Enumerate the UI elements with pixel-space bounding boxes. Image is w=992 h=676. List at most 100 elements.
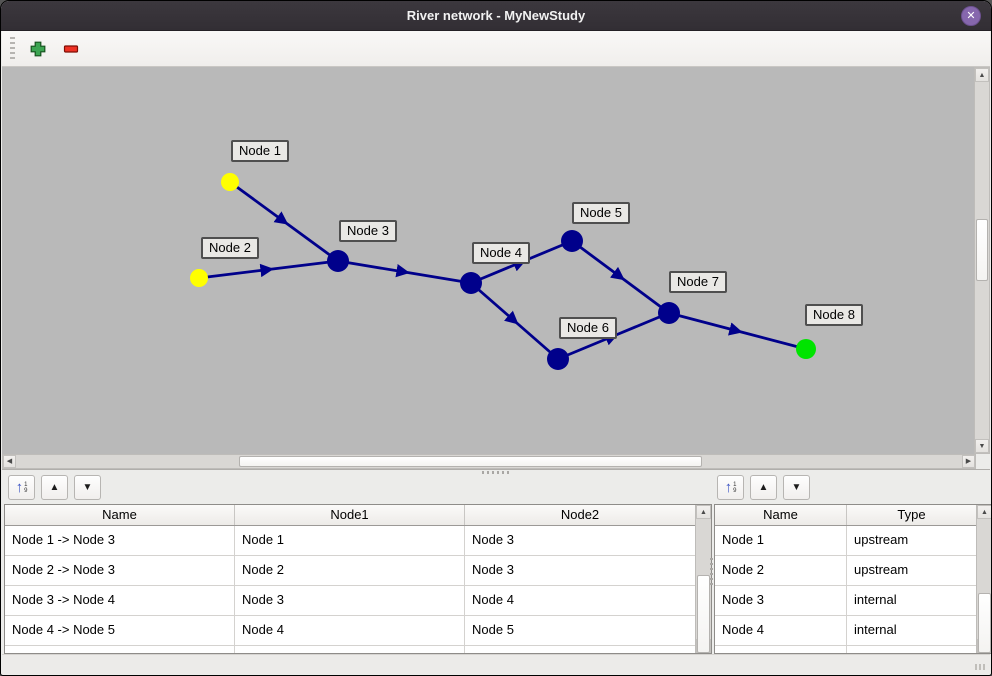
table-row-partial [715,646,976,653]
node-label[interactable]: Node 2 [201,237,259,259]
table-cell[interactable]: Node 2 [235,556,465,585]
scroll-right-icon[interactable]: ▶ [962,455,975,468]
table-cell[interactable]: Node 4 -> Node 5 [5,616,235,645]
toolbar-drag-handle-icon[interactable] [10,36,15,61]
table-cell[interactable]: upstream [847,526,976,555]
network-canvas[interactable]: Node 1 Node 2 Node 3 Node 4 Node 5 Node 6 Node… [2,67,976,454]
branches-sort-button[interactable]: ↑ 1 9 [8,475,35,500]
close-button[interactable]: ✕ [961,6,981,26]
table-cell[interactable]: Node 4 [715,616,847,645]
table-vscroll-track[interactable] [696,519,711,653]
network-node[interactable] [190,269,208,287]
node-label[interactable]: Node 7 [669,271,727,293]
node-label[interactable]: Node 3 [339,220,397,242]
column-header[interactable]: Node2 [465,505,695,525]
network-edge[interactable] [571,239,670,315]
column-header[interactable]: Name [5,505,235,525]
table-cell[interactable]: Node 1 [235,526,465,555]
table-cell[interactable]: internal [847,616,976,645]
network-edge[interactable] [229,180,339,263]
table-cell[interactable]: Node 1 [715,526,847,555]
scroll-left-icon[interactable]: ◀ [3,455,16,468]
node-label[interactable]: Node 8 [805,304,863,326]
network-edge[interactable] [470,281,559,361]
table-cell[interactable]: Node 3 -> Node 4 [5,586,235,615]
table-cell[interactable]: Node 2 -> Node 3 [5,556,235,585]
network-edge[interactable] [668,311,807,351]
network-svg[interactable] [2,67,976,454]
table-cell[interactable]: Node 4 [465,586,695,615]
node-label[interactable]: Node 6 [559,317,617,339]
table-vscrollbar[interactable]: ▲▼ [695,505,711,653]
node-label[interactable]: Node 1 [231,140,289,162]
table-cell[interactable]: Node 1 -> Node 3 [5,526,235,555]
scroll-down-icon[interactable]: ▼ [975,439,989,453]
node-label[interactable]: Node 5 [572,202,630,224]
table-vscrollbar[interactable]: ▲▼ [976,505,991,653]
column-header[interactable]: Name [715,505,847,525]
table-cell[interactable]: Node 3 [235,586,465,615]
table-cell[interactable]: Node 3 [465,526,695,555]
network-node[interactable] [460,272,482,294]
add-branch-button[interactable] [25,36,51,62]
canvas-vscroll-track[interactable] [975,82,989,439]
titlebar[interactable]: River network - MyNewStudy ✕ [1,1,991,31]
scroll-up-icon[interactable]: ▲ [975,68,989,82]
table-vscroll-track[interactable] [977,519,991,653]
column-header[interactable]: Type [847,505,976,525]
plus-icon [30,41,46,56]
network-node[interactable] [327,250,349,272]
table-cell[interactable]: Node 2 [715,556,847,585]
nodes-move-down-button[interactable]: ▼ [783,475,810,500]
remove-branch-button[interactable] [58,36,84,62]
table-vscroll-thumb[interactable] [978,593,991,653]
canvas-hscroll-track[interactable] [16,455,962,468]
canvas-vscroll-thumb[interactable] [976,219,988,281]
down-triangle-icon: ▼ [82,481,93,493]
network-edge[interactable] [198,259,339,280]
table-cell[interactable]: Node 3 [715,586,847,615]
network-node[interactable] [547,348,569,370]
network-edge[interactable] [337,259,472,285]
nodes-move-up-button[interactable]: ▲ [750,475,777,500]
network-node[interactable] [561,230,583,252]
nodes-controls: ↑ 1 9 ▲ ▼ [717,475,816,500]
panel-splitter[interactable] [2,469,990,474]
branches-move-up-button[interactable]: ▲ [41,475,68,500]
minus-icon [63,44,79,53]
resize-grip-icon[interactable] [975,664,985,670]
bottom-panel: ↑ 1 9 ▲ ▼ ↑ 1 9 [2,474,991,654]
canvas-vscrollbar[interactable]: ▲ ▼ [974,67,990,454]
scroll-up-icon[interactable]: ▲ [977,505,991,519]
network-node[interactable] [658,302,680,324]
node-label[interactable]: Node 4 [472,242,530,264]
canvas-hscrollbar[interactable]: ◀ ▶ [2,454,976,469]
network-node[interactable] [221,173,239,191]
table-cell[interactable]: Node 4 [235,616,465,645]
table-cell[interactable]: Node 3 [465,556,695,585]
table-cell[interactable]: upstream [847,556,976,585]
network-node[interactable] [796,339,816,359]
table-cell[interactable]: Node 5 [465,616,695,645]
branches-move-down-button[interactable]: ▼ [74,475,101,500]
tables-splitter[interactable] [710,558,713,586]
column-header[interactable]: Node1 [235,505,465,525]
nodes-sort-button[interactable]: ↑ 1 9 [717,475,744,500]
scroll-up-icon[interactable]: ▲ [696,505,711,519]
canvas-hscroll-thumb[interactable] [239,456,702,467]
status-bar [2,654,990,674]
table-vscroll-thumb[interactable] [697,575,710,653]
table-cell[interactable]: internal [847,586,976,615]
up-triangle-icon: ▲ [758,481,769,493]
